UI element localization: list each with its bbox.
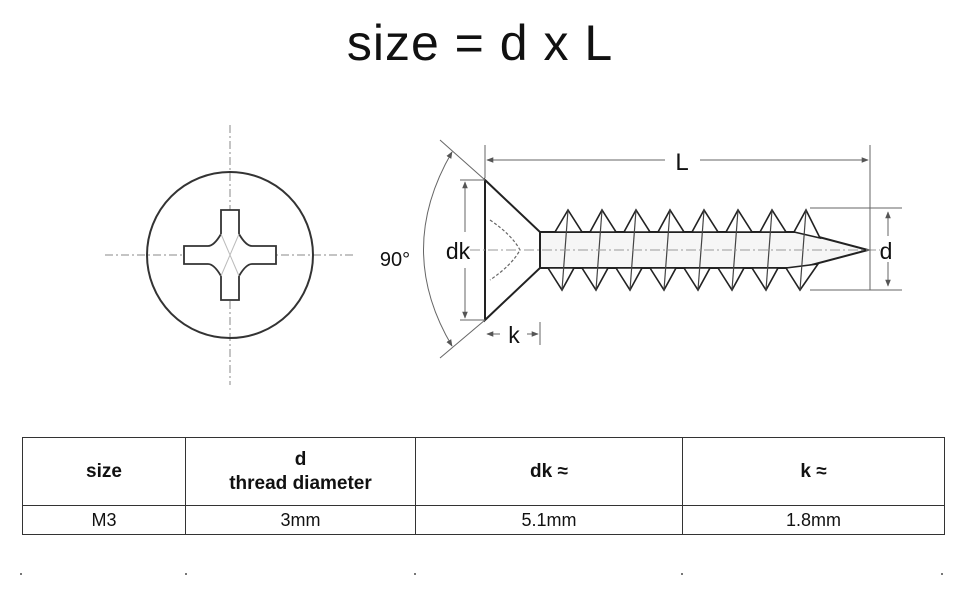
dimensions bbox=[423, 139, 902, 359]
screw-side-view bbox=[470, 177, 880, 323]
label-L: L bbox=[675, 149, 688, 176]
header-dk: dk ≈ bbox=[415, 437, 683, 506]
header-d-symbol: d bbox=[294, 448, 307, 470]
cell-k: 1.8mm bbox=[682, 505, 945, 535]
thread bbox=[546, 208, 822, 292]
header-d-desc: thread diameter bbox=[229, 472, 372, 494]
header-size: size bbox=[22, 437, 186, 506]
cell-size: M3 bbox=[22, 505, 186, 535]
bottom-divider bbox=[20, 573, 943, 575]
cell-d: 3mm bbox=[185, 505, 416, 535]
table-row: M3 3mm 5.1mm 1.8mm bbox=[22, 505, 945, 535]
phillips-cross-recess bbox=[183, 209, 277, 301]
formula-title: size = d x L bbox=[346, 15, 614, 71]
spec-table: size d thread diameter dk ≈ k ≈ M3 3mm 5… bbox=[22, 437, 945, 535]
screw-diagram: L dk d k 90° bbox=[105, 125, 902, 385]
table-header-row: size d thread diameter dk ≈ k ≈ bbox=[22, 437, 945, 506]
label-k: k bbox=[508, 322, 520, 348]
label-dk: dk bbox=[446, 238, 471, 264]
head-top-view bbox=[105, 125, 355, 385]
label-angle: 90° bbox=[380, 249, 410, 271]
header-k: k ≈ bbox=[682, 437, 945, 506]
header-d: d thread diameter bbox=[185, 437, 416, 506]
label-d: d bbox=[880, 238, 893, 264]
cell-dk: 5.1mm bbox=[415, 505, 683, 535]
